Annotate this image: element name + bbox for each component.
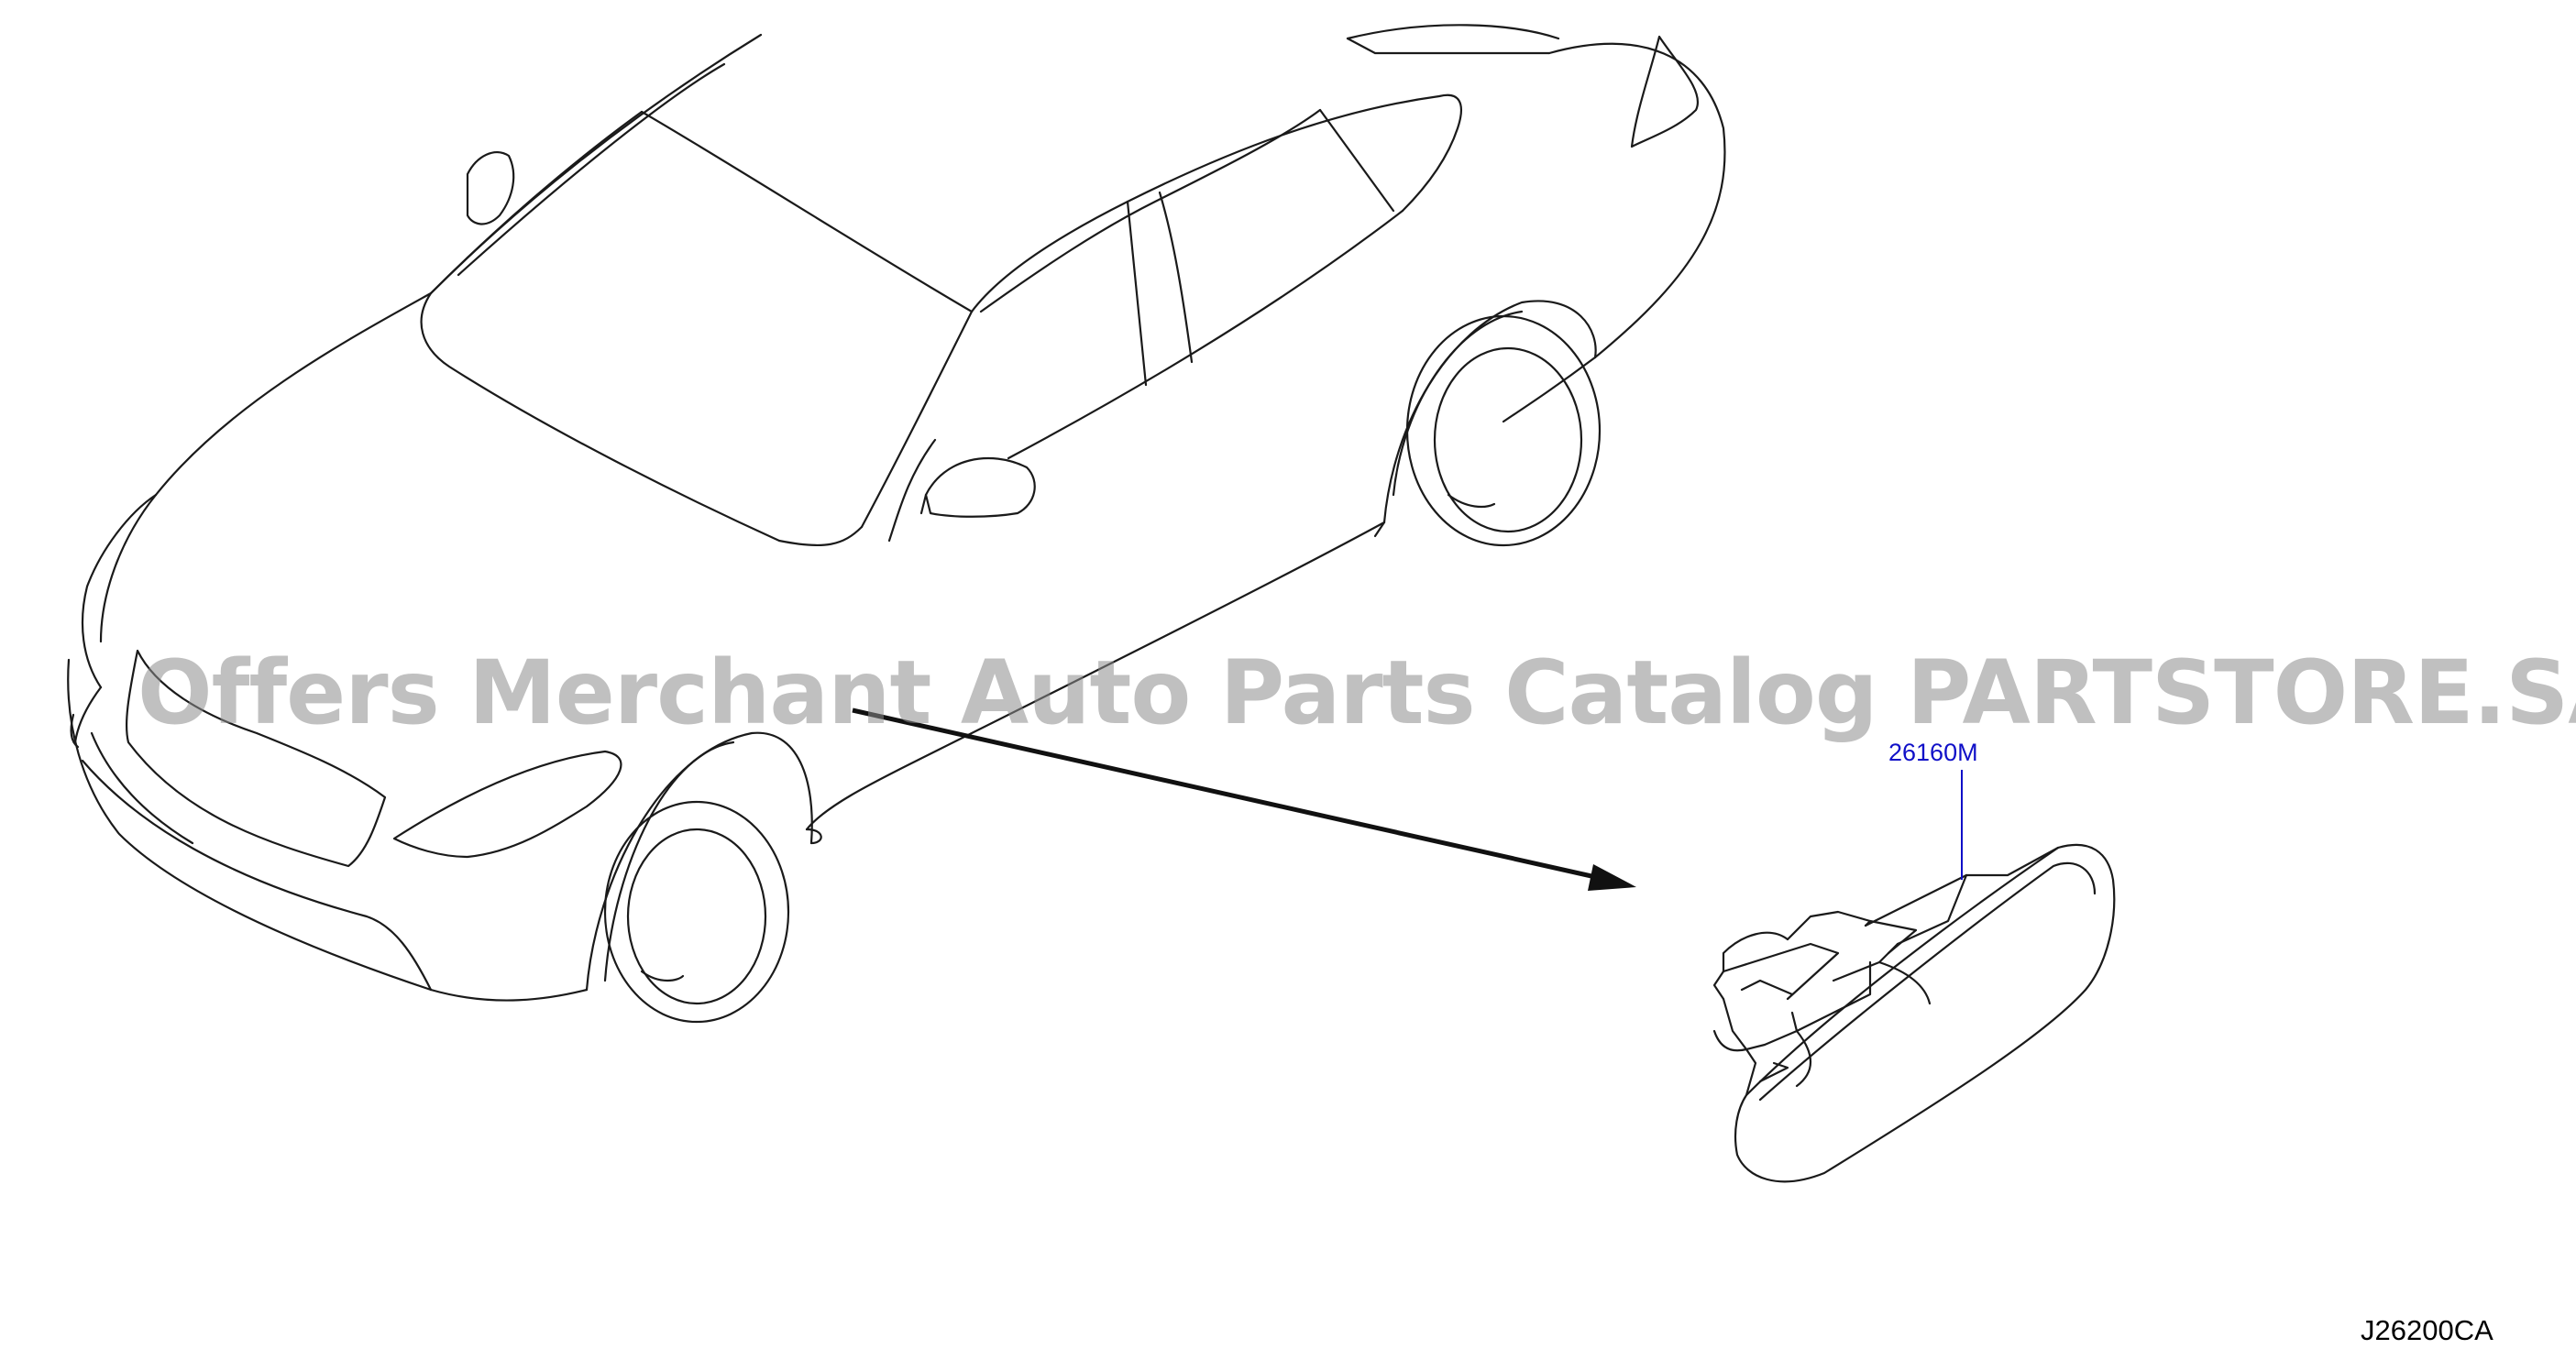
pointer-arrow-icon — [852, 707, 1636, 891]
part-number-label[interactable]: 26160M — [1888, 739, 1978, 766]
side-turn-signal-lamp-icon — [1712, 843, 2116, 1183]
car-outline-icon — [67, 24, 1726, 1024]
diagram-reference-code: J26200CA — [2361, 1314, 2493, 1346]
watermark: Offers Merchant Auto Parts Catalog PARTS… — [138, 642, 2576, 744]
